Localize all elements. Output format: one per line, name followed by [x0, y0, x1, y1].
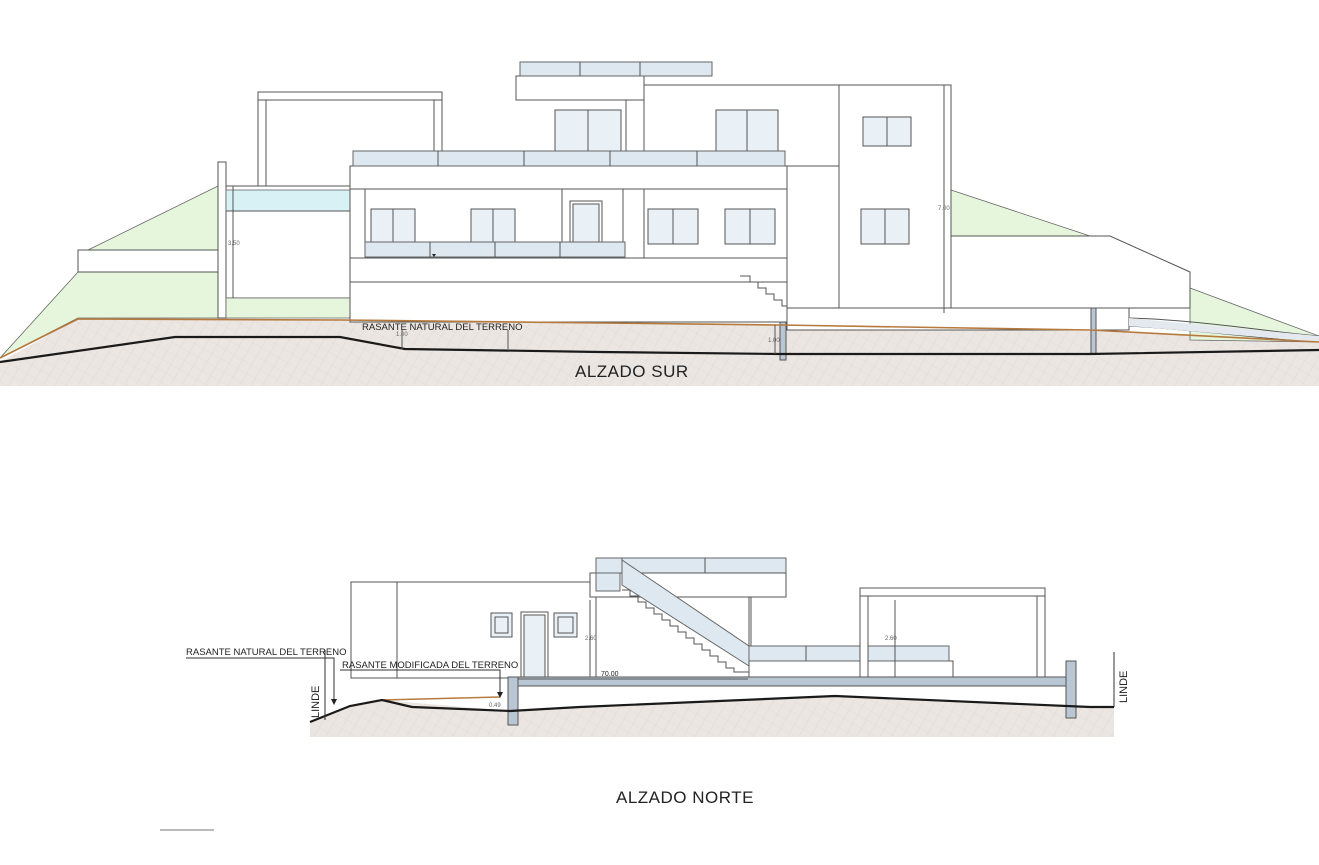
north-elevation: 2.60 2.60 0.49 70.00 RASANTE NATURAL DEL… [186, 557, 1130, 807]
north-natural-terrain-label: RASANTE NATURAL DEL TERRENO [186, 647, 346, 658]
left-retaining-wall [77, 249, 221, 273]
boundary-label-left: LINDE [310, 686, 322, 718]
ground-floor-base [349, 257, 788, 283]
right-slope-green [950, 189, 1091, 237]
roof-railing [519, 61, 713, 77]
right-lower-wall [786, 307, 1092, 331]
north-pier-right [1065, 660, 1077, 719]
north-modified-terrain-line [309, 694, 1114, 724]
dim-terrain-offset-left: 1.00 [396, 332, 408, 338]
south-pier-left [779, 321, 787, 361]
south-elevation: 3.50 7.00 1.00 1.00 RASANTE NATURAL DEL … [0, 61, 1319, 386]
pergola-post-left [257, 99, 267, 187]
pergola-beam [257, 91, 443, 101]
left-pillar [217, 161, 227, 319]
dim-tower-height: 7.00 [938, 206, 950, 212]
south-elevation-title: ALZADO SUR [575, 362, 689, 381]
dim-north-height-right: 2.60 [885, 636, 897, 642]
first-floor-railing [352, 150, 786, 167]
first-floor-slab [349, 165, 788, 190]
south-natural-terrain-line [0, 318, 1319, 359]
north-natural-terrain-line [381, 696, 501, 701]
boundary-label-right: LINDE [1118, 671, 1130, 703]
north-floor-slab [507, 676, 1071, 687]
roof-canopy [515, 75, 645, 101]
north-ground [310, 696, 1114, 737]
south-modified-terrain-line [0, 335, 1319, 364]
south-terrain-label: RASANTE NATURAL DEL TERRENO [362, 322, 522, 333]
dim-north-length: 70.00 [601, 671, 619, 678]
dim-north-offset: 0.49 [489, 703, 501, 709]
dim-terrain-offset-right: 1.00 [768, 338, 780, 344]
north-modified-terrain-label: RASANTE MODIFICADA DEL TERRENO [342, 660, 518, 671]
right-retaining-wall [950, 235, 1191, 309]
pool-base-green [225, 297, 351, 319]
north-terrace-railing [748, 645, 950, 662]
pool-water [225, 189, 351, 212]
north-elevation-title: ALZADO NORTE [616, 788, 754, 807]
gate-post [1090, 307, 1130, 331]
basement-wall [349, 281, 788, 323]
dim-north-height-left: 2.60 [585, 636, 597, 642]
north-pier-left [507, 676, 519, 726]
north-pergola-beam [859, 587, 1046, 597]
left-upper-slope-green [87, 185, 219, 251]
dim-pool-height: 3.50 [228, 241, 240, 247]
